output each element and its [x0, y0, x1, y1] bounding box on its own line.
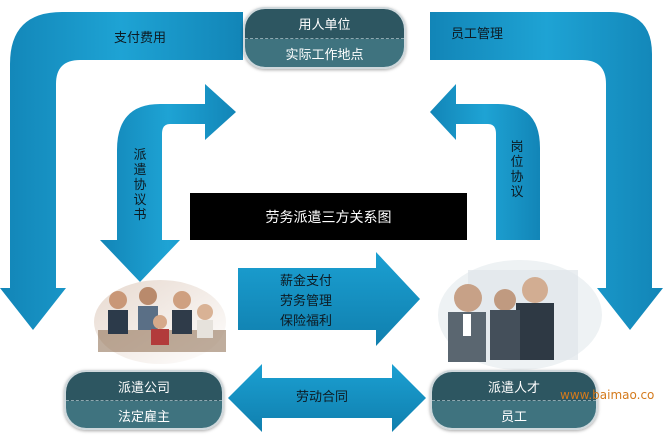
arrow-pay-fees [0, 12, 243, 330]
dispatch-agreement-label: 派遣协议书 [133, 148, 147, 223]
insurance-welfare-label: 保险福利 [280, 314, 333, 329]
employer-node: 用人单位 实际工作地点 [243, 7, 406, 69]
staff-management-label: 员工管理 [451, 27, 504, 42]
post-agreement-label: 岗位协议 [510, 140, 524, 200]
arrow-labor-contract [228, 364, 426, 432]
team-photo [94, 280, 226, 364]
labor-management-label: 劳务管理 [280, 294, 333, 309]
arrow-salary-management [238, 252, 420, 346]
salary-payment-label: 薪金支付 [280, 274, 333, 289]
diagram-title: 劳务派遣三方关系图 [190, 193, 467, 240]
legal-employer-label: 法定雇主 [66, 401, 222, 428]
talent-node: 派遣人才 员工 [430, 370, 598, 430]
watermark: www.baimao.co [560, 388, 655, 402]
arrow-post-agreement [430, 84, 540, 240]
arrow-dispatch-agreement [100, 84, 236, 282]
employer-label: 用人单位 [245, 9, 404, 39]
arrow-staff-management [430, 12, 663, 330]
talent-label: 派遣人才 [432, 372, 596, 401]
agency-label: 派遣公司 [66, 372, 222, 401]
agency-node: 派遣公司 法定雇主 [64, 370, 224, 430]
labor-contract-label: 劳动合同 [296, 390, 349, 405]
business-people-photo [438, 260, 602, 370]
employee-label: 员工 [432, 401, 596, 428]
workplace-label: 实际工作地点 [245, 39, 404, 67]
pay-fees-label: 支付费用 [114, 31, 167, 46]
